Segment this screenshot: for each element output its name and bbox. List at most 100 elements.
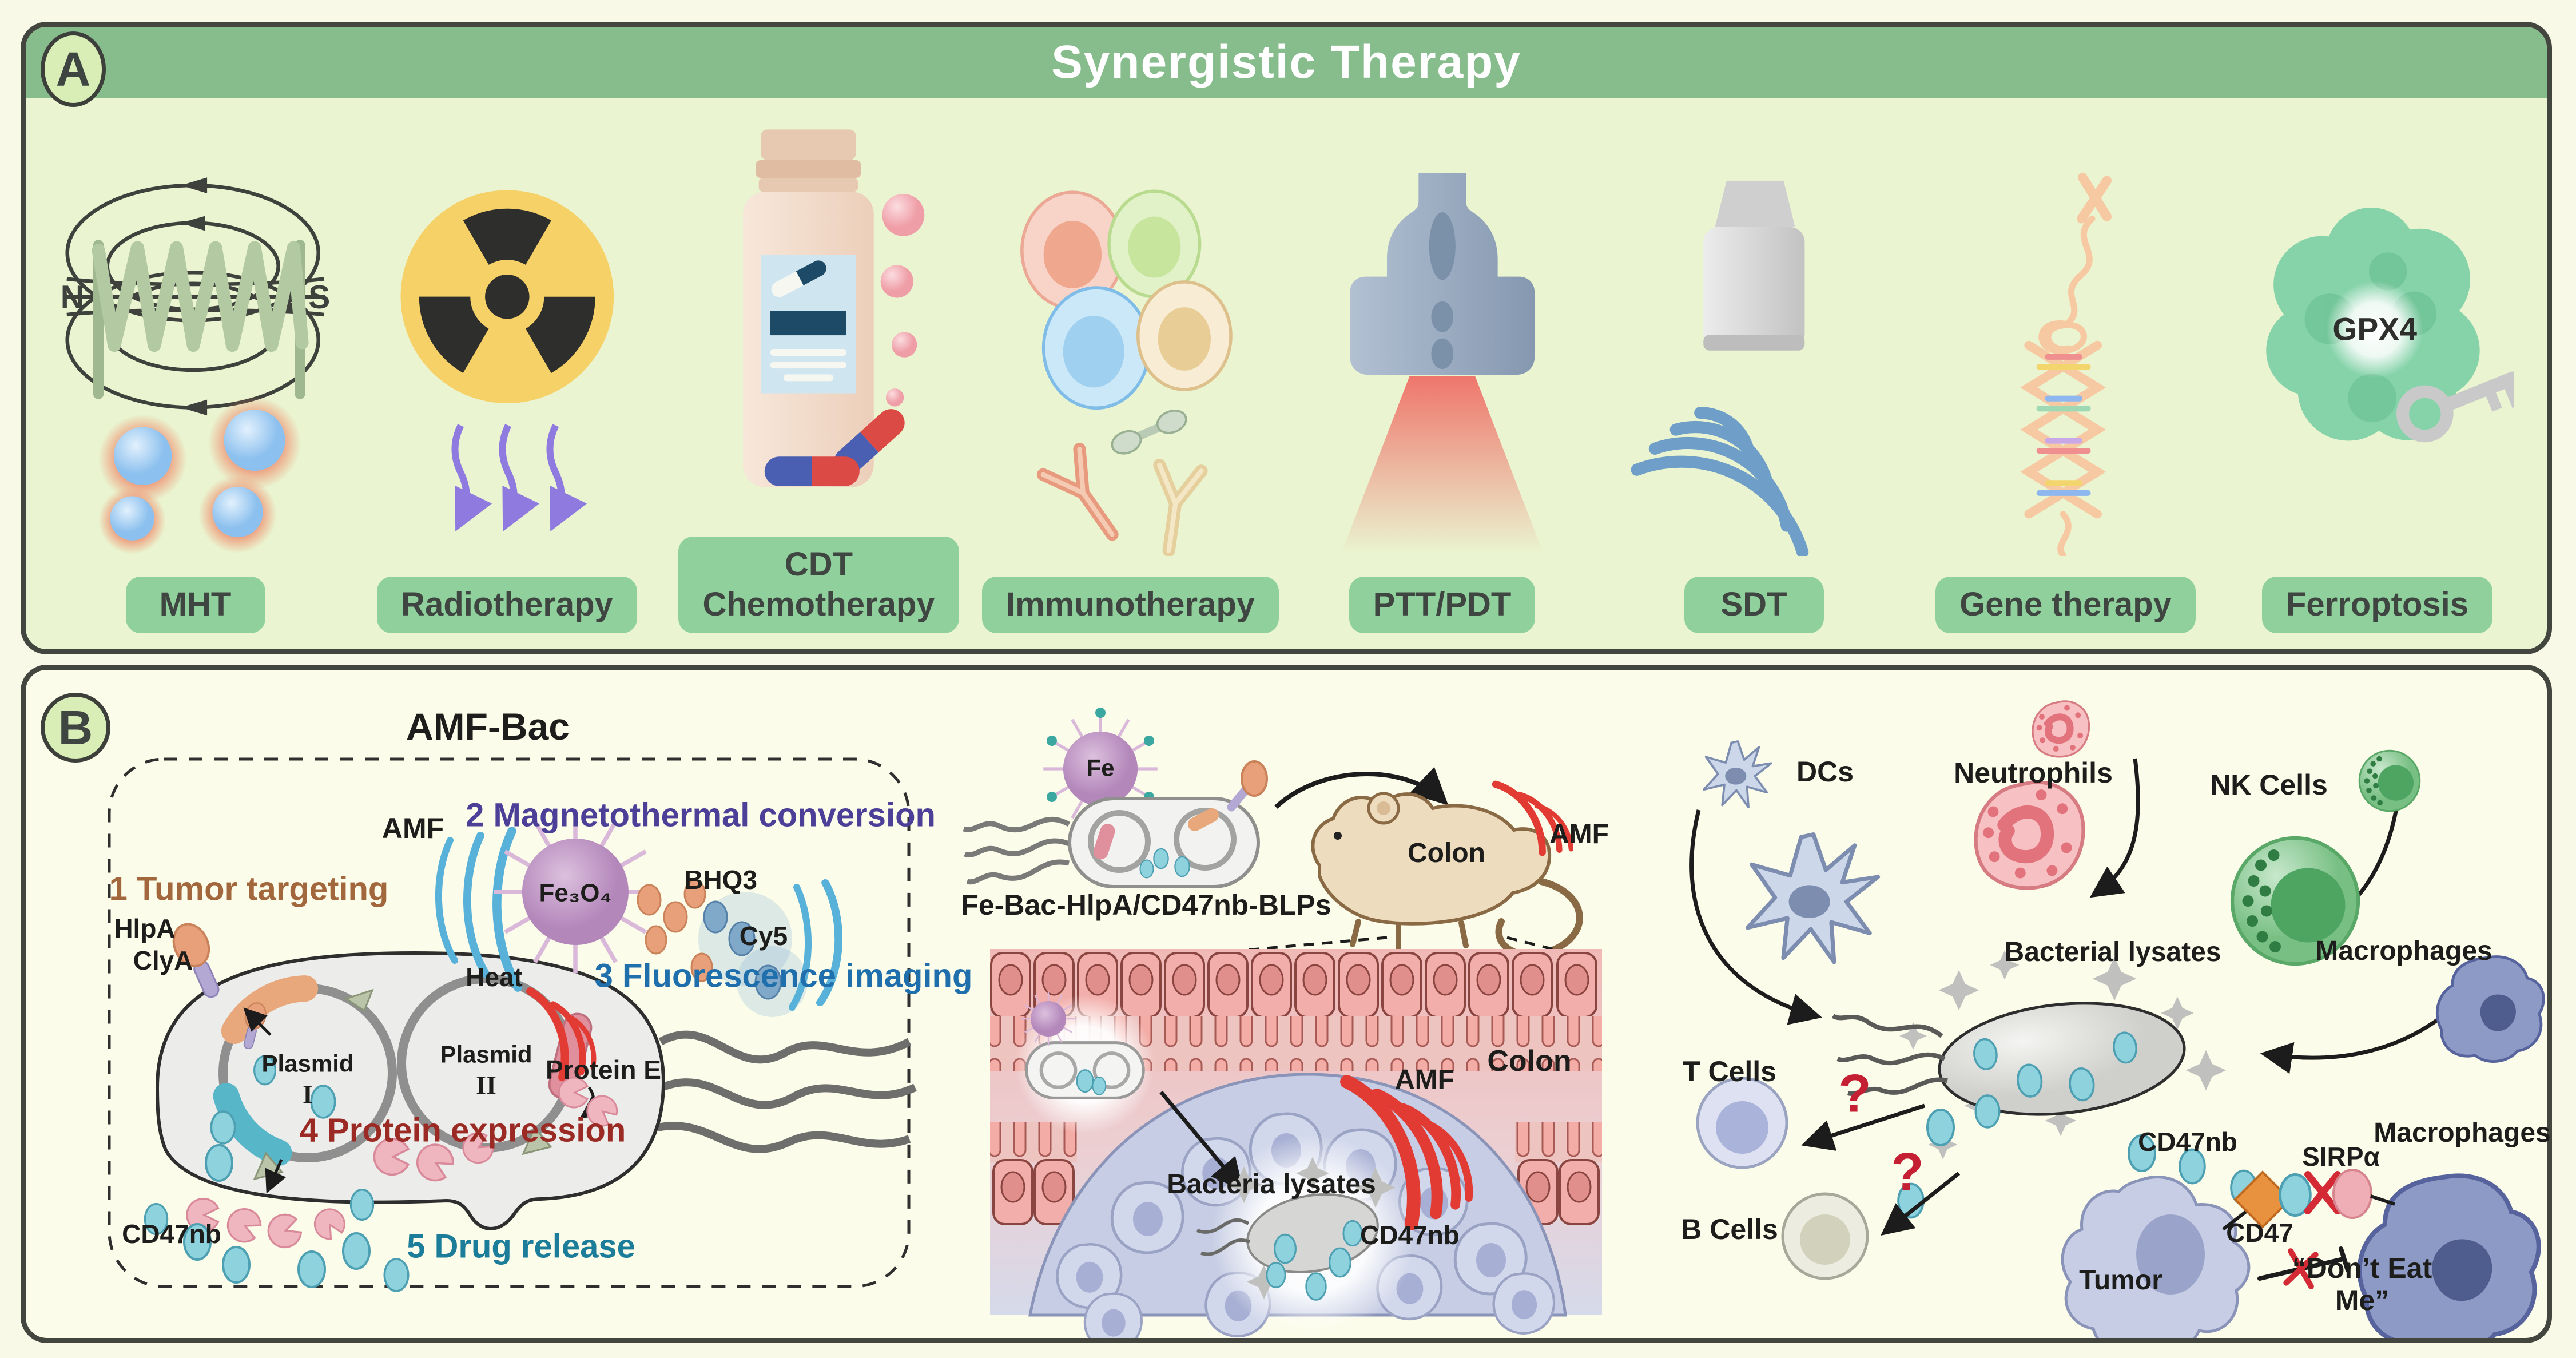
fe3o4-label: Fe₃O₄ — [539, 879, 612, 907]
delivery-diagram — [963, 708, 1602, 1338]
panel-a-synergistic-therapy: A Synergistic Therapy — [21, 22, 2552, 654]
blocked-x-icon — [2304, 1171, 2341, 1214]
lysed-bacterium — [1196, 1157, 1396, 1301]
amf-bac-title: AMF-Bac — [406, 705, 570, 748]
south-pole-label: S — [308, 279, 330, 316]
step-1-tumor-targeting: 1 Tumor targeting — [109, 870, 389, 908]
neutrophil-small — [2033, 701, 2089, 757]
step-2-magnetothermal: 2 Magnetothermal conversion — [466, 796, 936, 834]
fe-label: Fe — [1086, 754, 1115, 781]
immune-response-diagram — [1689, 701, 2544, 1338]
lysing-bacterium — [1831, 950, 2227, 1160]
bacterial-lysates-label: Bacterial lysates — [2004, 937, 2221, 968]
b-cells-label: B Cells — [1681, 1213, 1778, 1245]
amf-label-tissue: AMF — [1395, 1065, 1454, 1095]
gpx4-label: GPX4 — [2332, 311, 2417, 347]
tumor-cell — [2061, 1176, 2251, 1338]
amf-label-left: AMF — [381, 812, 444, 844]
ultrasound-transducer-icon — [1631, 180, 1808, 557]
key-icon — [2396, 371, 2515, 443]
dont-eat-me-label: “Don’t Eat Me” — [2292, 1252, 2432, 1316]
hlpa-clya-anchor — [172, 923, 220, 998]
bhq3-label: BHQ3 — [684, 865, 757, 895]
magnetic-coil-icon: N S — [60, 177, 330, 554]
north-pole-label: N — [60, 279, 84, 316]
therapy-item-mht: N S MHT — [39, 166, 351, 633]
plasmid-2-numeral: II — [476, 1070, 496, 1100]
bhq3-cy5-dyes — [637, 879, 808, 1017]
macrophages-top-label: Macrophages — [2315, 936, 2492, 967]
dcs-label: DCs — [1796, 756, 1854, 788]
label-cdt-chemotherapy: CDT Chemotherapy — [678, 536, 959, 633]
cd47-label: CD47 — [2226, 1218, 2293, 1248]
drug-spheres — [880, 193, 924, 407]
protein-e-label: Protein E — [546, 1055, 661, 1085]
flagella-small — [963, 816, 1071, 885]
neutrophil-large — [1976, 782, 2084, 888]
therapy-item-sdt: SDT — [1598, 166, 1910, 633]
t-cell — [1696, 1077, 1788, 1169]
therapy-item-immunotherapy: Immunotherapy — [975, 166, 1286, 633]
step-4-protein-expression: 4 Protein expression — [299, 1111, 626, 1149]
sirpa-receptor — [2332, 1169, 2372, 1219]
pill-bottle-icon — [742, 129, 924, 487]
b-cell — [1781, 1192, 1869, 1280]
question-mark-1: ? — [1838, 1063, 1871, 1123]
macrophage-top — [2437, 957, 2543, 1062]
nk-cells-label: NK Cells — [2210, 769, 2328, 801]
bottle-label — [761, 255, 856, 394]
ultrasound-waves — [1631, 406, 1808, 557]
therapy-item-ptt-pdt: PTT/PDT — [1286, 166, 1598, 633]
amf-label-mouse: AMF — [1549, 819, 1609, 850]
panel-a-title: Synergistic Therapy — [1051, 36, 1521, 88]
panel-a-badge: A — [41, 31, 106, 107]
hlpa-label: HlpA — [114, 914, 176, 944]
cd47nb-droplet — [1926, 1109, 1955, 1146]
bacteria-lysates-label: Bacteria lysates — [1167, 1169, 1376, 1200]
laser-beam — [1341, 375, 1544, 554]
plasmid-1-label: Plasmid — [261, 1050, 354, 1077]
panel-b-artwork — [108, 670, 2547, 1338]
dendritic-cell-large — [1748, 835, 1878, 962]
radiation-trefoil-icon — [400, 190, 614, 531]
mouse-illustration — [1311, 792, 1583, 959]
panel-b-badge: B — [41, 693, 110, 763]
neutrophils-label: Neutrophils — [1954, 757, 2113, 789]
therapy-row: N S MHT — [26, 98, 2547, 649]
dna-helix-icon — [2020, 172, 2112, 557]
label-sdt: SDT — [1684, 577, 1824, 633]
immune-cells-antibodies-icon — [1020, 189, 1233, 557]
question-mark-2: ? — [1891, 1141, 1924, 1202]
cd47-receptor — [2233, 1170, 2292, 1229]
nk-cell-small — [2358, 749, 2421, 812]
flagella — [657, 1030, 917, 1153]
capsules — [764, 409, 905, 486]
cd47nb-label-middle: CD47nb — [1360, 1220, 1460, 1250]
therapy-item-radiotherapy: Radiotherapy — [351, 166, 663, 633]
label-ferroptosis: Ferroptosis — [2261, 577, 2493, 633]
label-immunotherapy: Immunotherapy — [981, 577, 1279, 633]
therapy-item-ferroptosis: GPX4 Ferroptosis — [2221, 166, 2533, 633]
macrophages-bottom-label: Macrophages — [2374, 1118, 2551, 1149]
t-cells-label: T Cells — [1683, 1055, 1776, 1087]
laser-device-icon — [1341, 173, 1544, 554]
magnetic-nanoparticles — [98, 396, 301, 554]
dendritic-cell-small — [1703, 740, 1772, 809]
clya-label: ClyA — [133, 946, 193, 976]
therapy-item-gene-therapy: Gene therapy — [1910, 166, 2221, 633]
cd47nb-label-left: CD47nb — [122, 1219, 221, 1249]
tumor-label: Tumor — [2079, 1265, 2162, 1296]
radiation-waves — [451, 423, 587, 531]
amf-bac-diagram — [108, 757, 917, 1292]
panel-a-header: Synergistic Therapy — [26, 27, 2547, 98]
therapy-item-cdt-chemotherapy: CDT Chemotherapy — [663, 125, 975, 633]
colon-label-tissue: Colon — [1487, 1044, 1572, 1078]
plasmid-1-numeral: I — [303, 1079, 313, 1109]
label-radiotherapy: Radiotherapy — [377, 577, 637, 633]
label-mht: MHT — [125, 577, 265, 633]
dont-eat-me-blocked-arrow — [2257, 1246, 2350, 1289]
dna-rungs — [2036, 354, 2091, 496]
fe-bac-construct — [1068, 760, 1268, 888]
colon-tissue — [990, 949, 1602, 1338]
label-ptt-pdt: PTT/PDT — [1349, 577, 1536, 633]
